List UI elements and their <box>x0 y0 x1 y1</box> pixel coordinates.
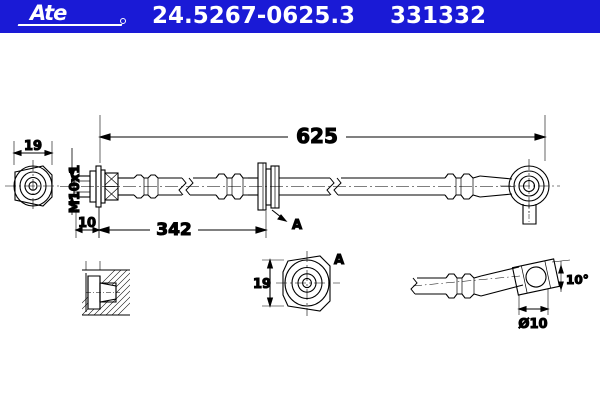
thread-spec-group: M10x1 <box>67 148 84 215</box>
banjo-fitting-angle-detail: 10° Ø10 <box>410 258 589 333</box>
section-marker-a-upper-label: A <box>292 218 302 233</box>
dim-left-hex-width: 19 <box>12 138 54 165</box>
hatched-cross-section-detail <box>82 261 130 316</box>
hose-assembly <box>60 159 560 225</box>
dim-19-left-label: 19 <box>24 139 42 154</box>
dim-10-label: 10 <box>78 216 96 231</box>
section-marker-a-upper: A <box>271 209 303 234</box>
section-a-a-view: 19 A <box>252 251 345 316</box>
ate-logo-text: Ate <box>30 1 67 25</box>
logo-underline <box>17 24 123 26</box>
logo-registered-mark <box>120 18 126 24</box>
dim-19-section-label: 19 <box>253 277 271 292</box>
reference-number: 331332 <box>390 3 487 29</box>
dim-diameter-label: Ø10 <box>518 317 547 332</box>
section-marker-a-lower-label: A <box>334 253 344 268</box>
dim-342-label: 342 <box>156 220 192 240</box>
title-bar: Ate 24.5267-0625.3 331332 <box>0 0 600 33</box>
dim-overall-length: 625 <box>98 115 547 163</box>
dim-angle-label: 10° <box>566 273 589 287</box>
part-number: 24.5267-0625.3 <box>152 3 356 29</box>
technical-drawing: 19 M10x1 <box>5 115 589 333</box>
dim-625-label: 625 <box>296 124 338 148</box>
left-end-view <box>5 160 61 212</box>
dim-mid-length: 342 <box>97 207 268 241</box>
ate-logo: Ate <box>16 2 126 31</box>
